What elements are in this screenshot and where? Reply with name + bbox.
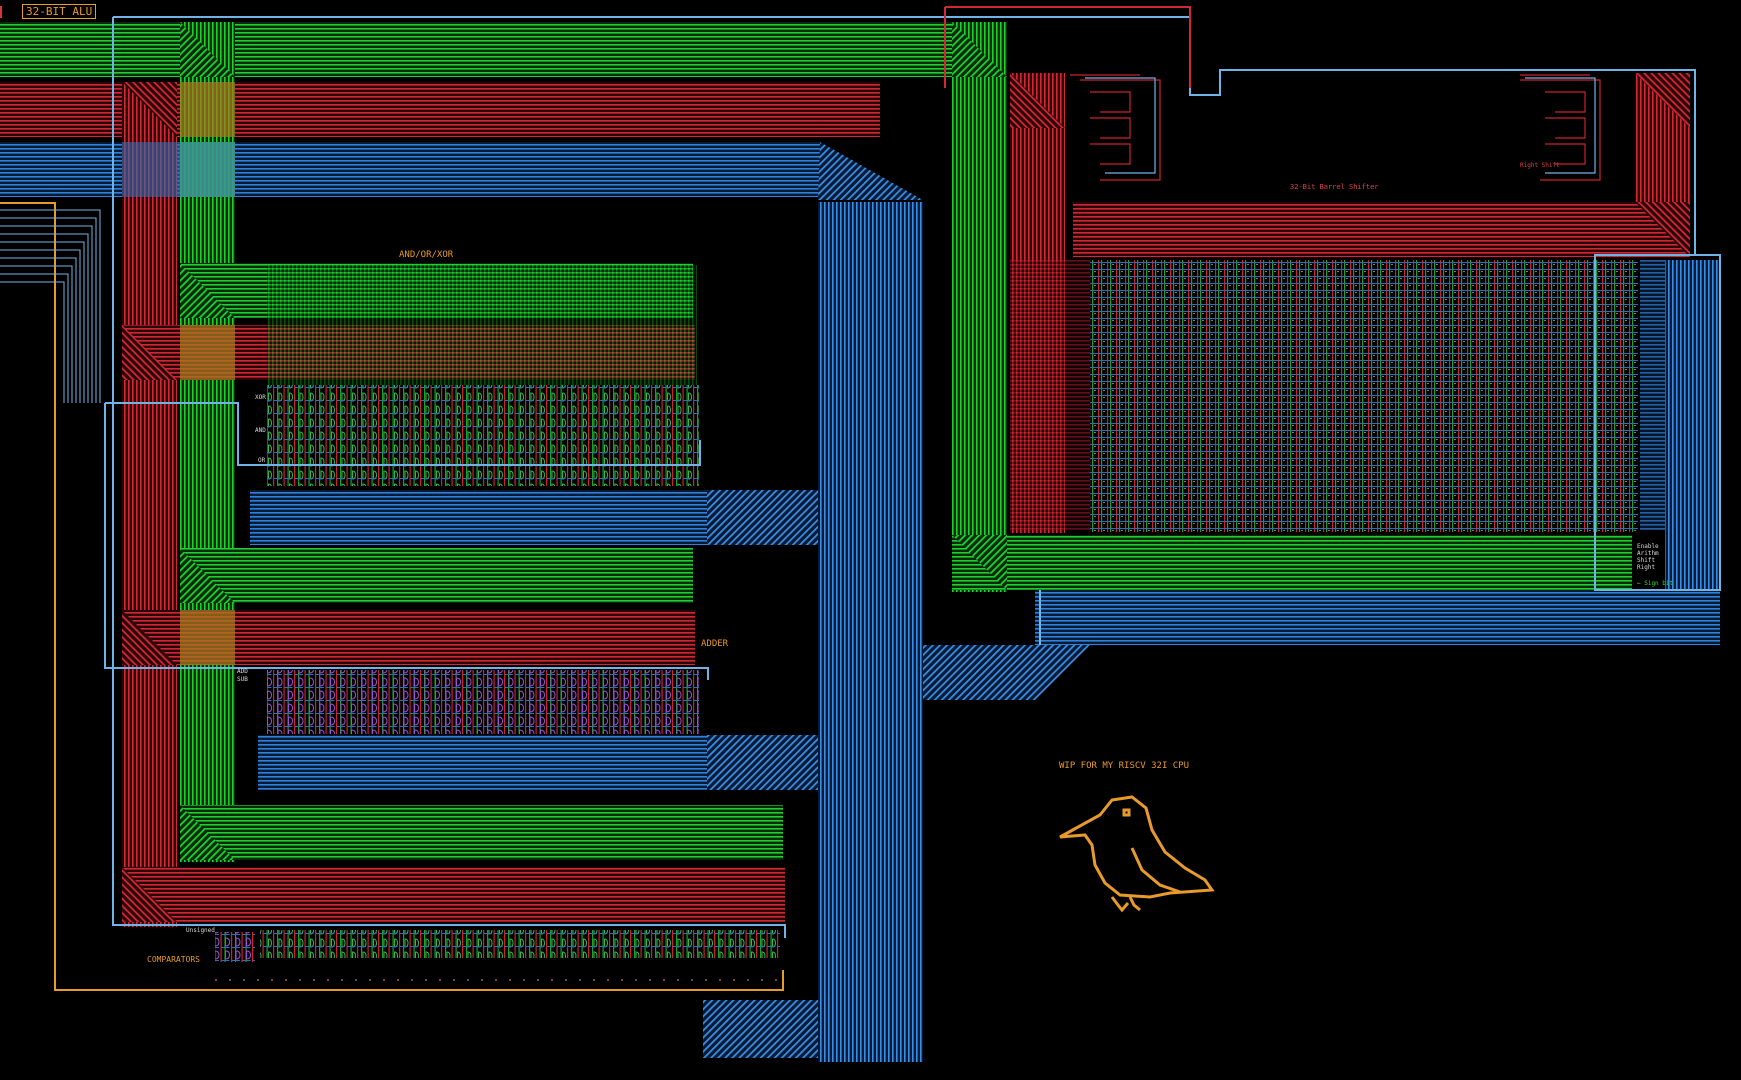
offscreen-wire-marker <box>0 6 2 18</box>
logic-section-label: AND/OR/XOR <box>399 250 454 260</box>
or-op-label: OR <box>258 457 266 464</box>
and-op-label: AND <box>255 427 266 434</box>
comparators-section-label: COMPARATORS <box>147 955 200 964</box>
alu-title-box: 32-BIT ALU <box>22 4 97 19</box>
arithm-control-label: Arithm <box>1637 550 1659 557</box>
crow-pixel-art-icon <box>1059 795 1215 913</box>
right-shift-label: Right Shift <box>1520 162 1560 169</box>
sub-op-label: SUB <box>237 676 248 683</box>
caption-text: WIP FOR MY RISCV 32I CPU <box>1059 761 1190 771</box>
shift-control-label: Shift <box>1637 557 1656 564</box>
enable-control-label: Enable <box>1637 543 1659 550</box>
right-control-label: Right <box>1637 564 1656 571</box>
sign-bit-label: ← Sign bit <box>1637 580 1674 587</box>
add-op-label: ADD <box>237 668 248 675</box>
shifter-control-labels: Enable Arithm Shift Right <box>1637 543 1659 571</box>
shifter-section-label: 32-Bit Barrel Shifter <box>1290 183 1379 191</box>
unsigned-op-label: Unsigned <box>186 927 215 934</box>
adder-section-label: ADDER <box>701 639 729 649</box>
xor-op-label: XOR <box>255 394 266 401</box>
